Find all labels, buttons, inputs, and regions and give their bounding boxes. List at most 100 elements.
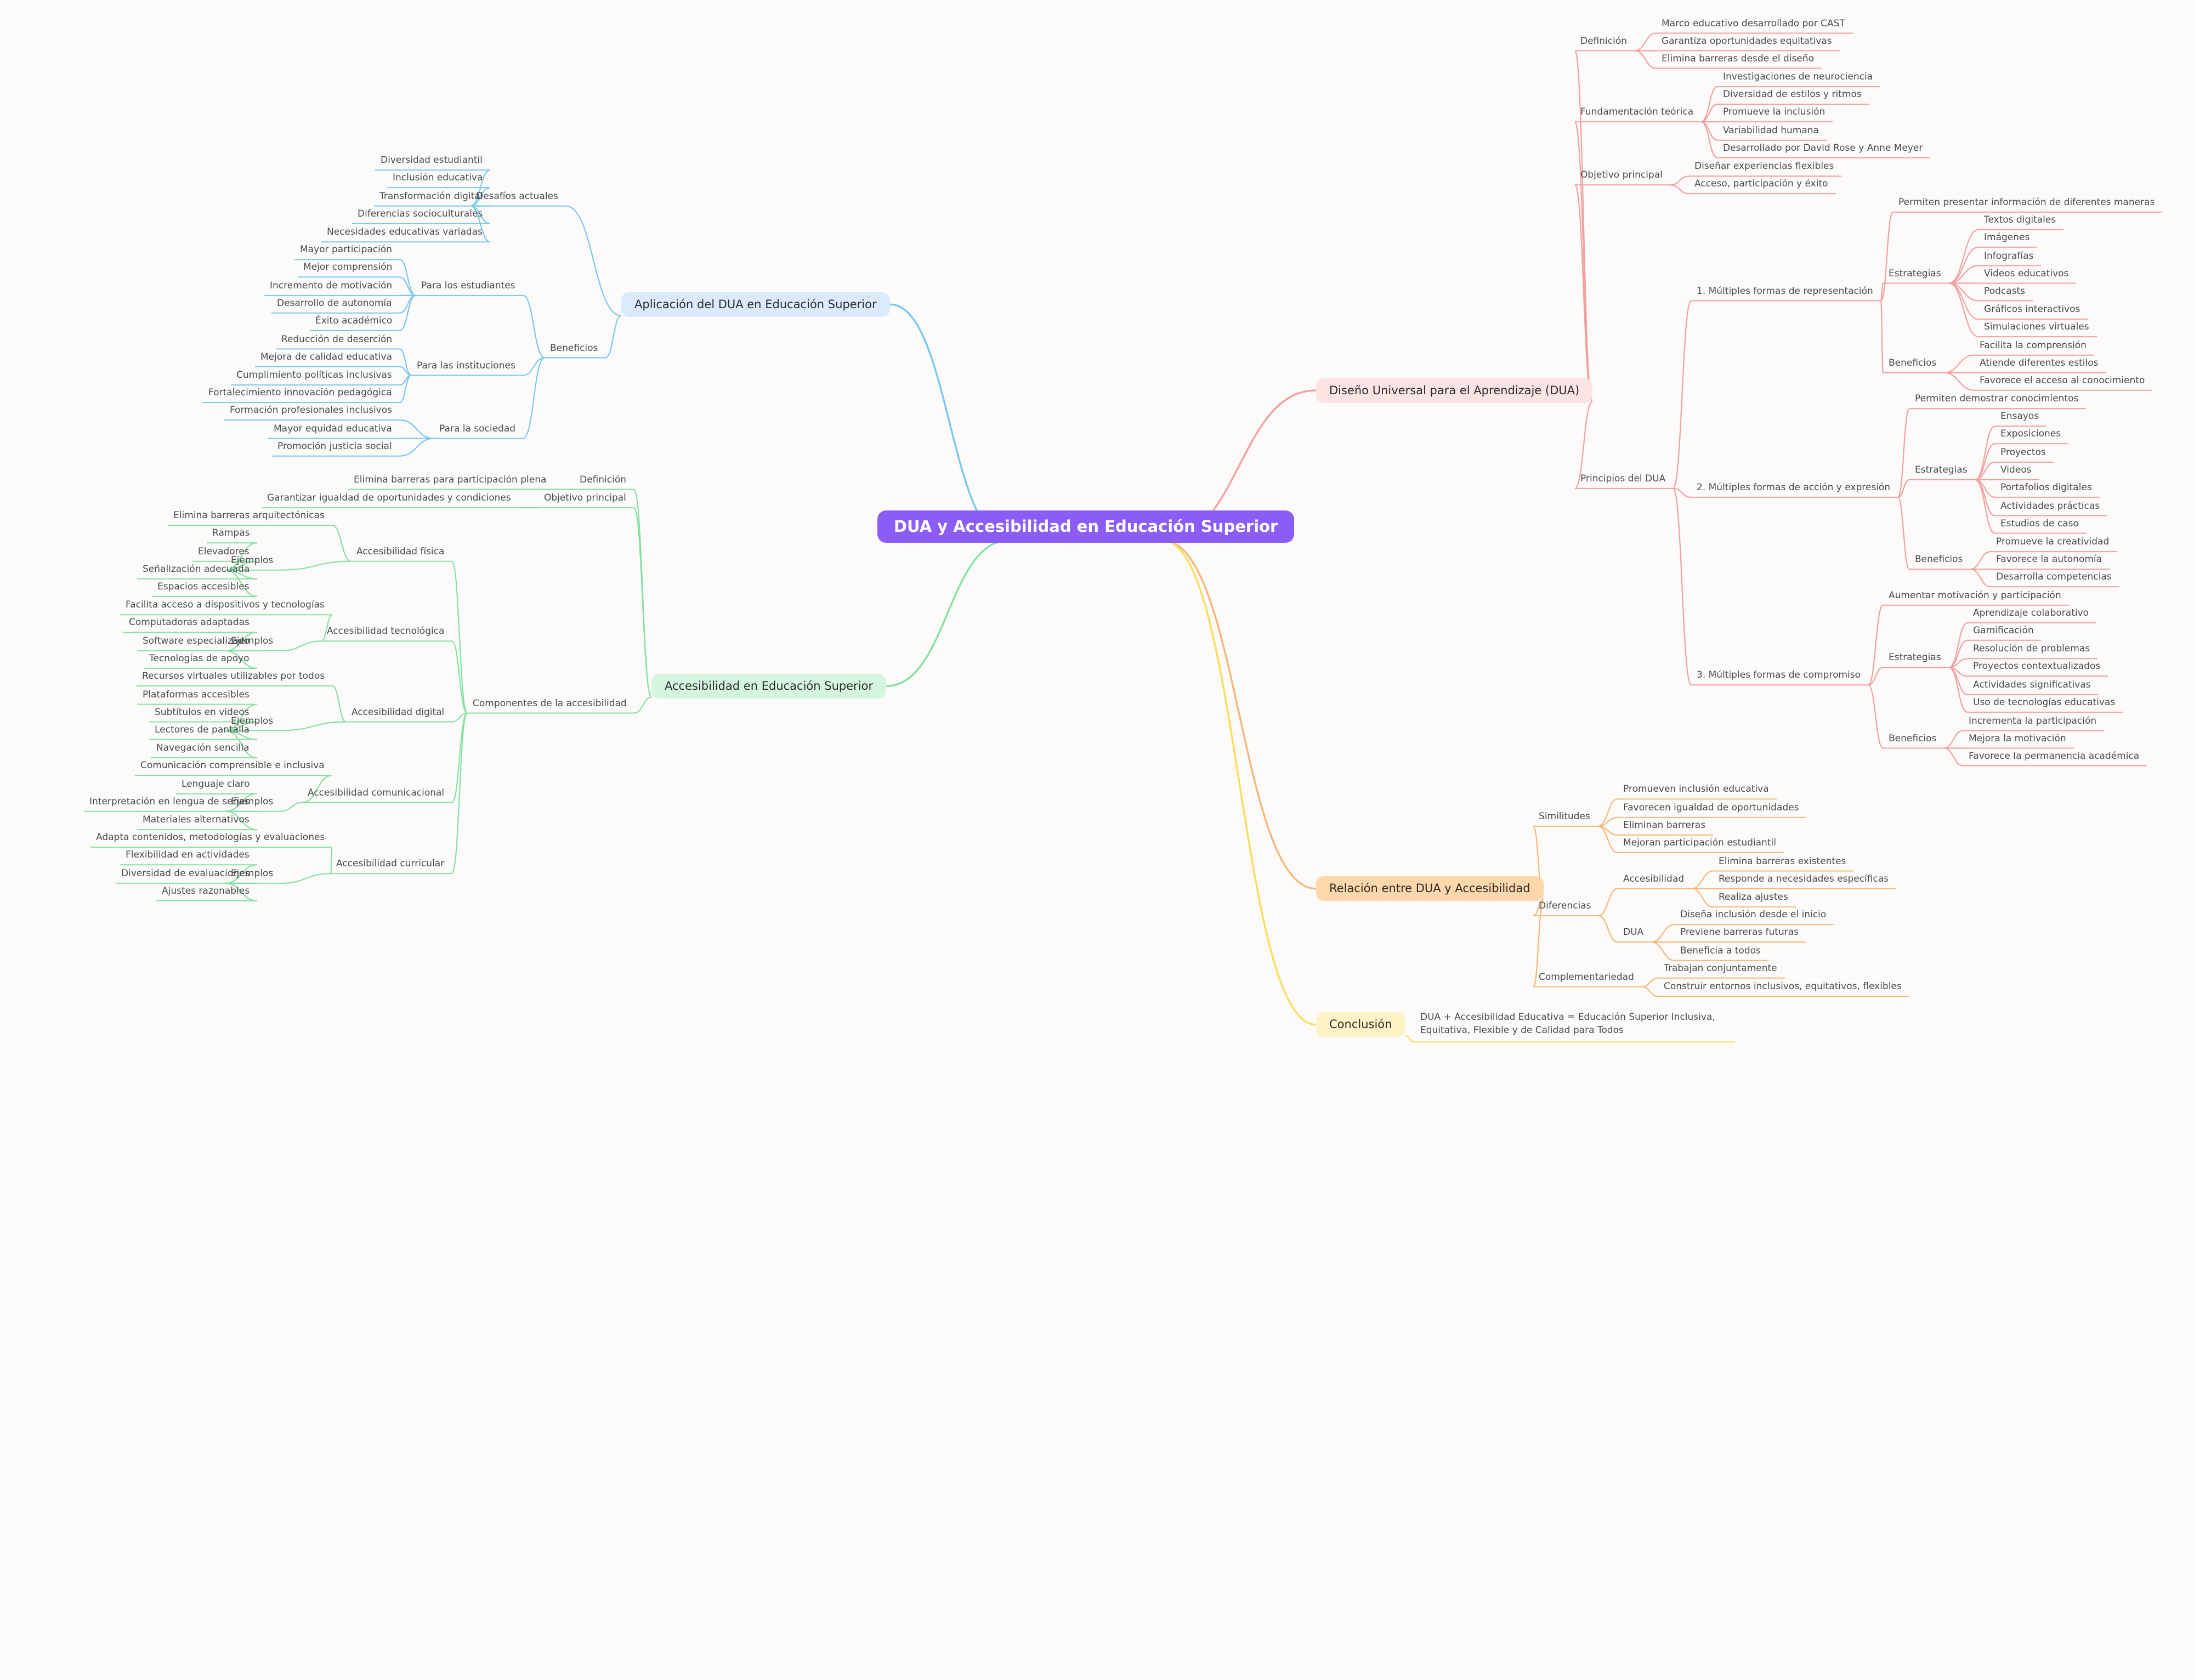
node-marco-educativo-desarrollado-por-cast[interactable]: Marco educativo desarrollado por CAST xyxy=(1662,18,1845,29)
node-aumentar-motivacion-y-participacion[interactable]: Aumentar motivación y participación xyxy=(1889,589,2061,601)
node-estrategias[interactable]: Estrategias xyxy=(1889,268,1941,279)
node-favorece-la-permanencia-academica[interactable]: Favorece la permanencia académica xyxy=(1969,750,2140,762)
node-desafios-actuales[interactable]: Desafíos actuales xyxy=(476,190,558,202)
node-mejora-la-motivacion[interactable]: Mejora la motivación xyxy=(1969,733,2066,744)
node-plataformas-accesibles[interactable]: Plataformas accesibles xyxy=(143,689,250,700)
root-node[interactable]: DUA y Accesibilidad en Educación Superio… xyxy=(877,510,1295,543)
branch-dua[interactable]: Diseño Universal para el Aprendizaje (DU… xyxy=(1316,378,1593,403)
node-facilita-acceso-a-dispositivos-y-tecnolo[interactable]: Facilita acceso a dispositivos y tecnolo… xyxy=(126,599,325,611)
node-imagenes[interactable]: Imágenes xyxy=(1984,231,2030,243)
node-garantiza-oportunidades-equitativas[interactable]: Garantiza oportunidades equitativas xyxy=(1662,35,1832,47)
node-proyectos-contextualizados[interactable]: Proyectos contextualizados xyxy=(1973,661,2101,672)
node-graficos-interactivos[interactable]: Gráficos interactivos xyxy=(1984,304,2080,315)
node-construir-entornos-inclusivos-equitativo[interactable]: Construir entornos inclusivos, equitativ… xyxy=(1664,981,1902,992)
node-objetivo-principal[interactable]: Objetivo principal xyxy=(1580,169,1663,181)
node-componentes-de-la-accesibilidad[interactable]: Componentes de la accesibilidad xyxy=(473,697,627,709)
node-permiten-presentar-informacion-de-difere[interactable]: Permiten presentar información de difere… xyxy=(1898,196,2155,208)
node-beneficios[interactable]: Beneficios xyxy=(1889,733,1937,744)
node-beneficios[interactable]: Beneficios xyxy=(1915,554,1963,565)
node-reduccion-de-desercion[interactable]: Reducción de deserción xyxy=(281,333,393,345)
node-comunicacion-comprensible-e-inclusiva[interactable]: Comunicación comprensible e inclusiva xyxy=(140,760,325,771)
branch-conclusion[interactable]: Conclusión xyxy=(1316,1012,1405,1037)
node-software-especializado[interactable]: Software especializado xyxy=(143,635,250,646)
node-infografias[interactable]: Infografías xyxy=(1984,250,2034,262)
node-exposiciones[interactable]: Exposiciones xyxy=(2000,428,2061,440)
node-incrementa-la-participacion[interactable]: Incrementa la participación xyxy=(1969,715,2097,727)
node-uso-de-tecnologias-educativas[interactable]: Uso de tecnologías educativas xyxy=(1973,696,2116,708)
node-desarrolla-competencias[interactable]: Desarrolla competencias xyxy=(1996,571,2112,583)
node-estrategias[interactable]: Estrategias xyxy=(1889,652,1941,663)
node-podcasts[interactable]: Podcasts xyxy=(1984,285,2025,297)
node-lectores-de-pantalla[interactable]: Lectores de pantalla xyxy=(155,724,250,735)
node-diversidad-de-evaluaciones[interactable]: Diversidad de evaluaciones xyxy=(121,867,250,879)
node-elimina-barreras-arquitectonicas[interactable]: Elimina barreras arquitectónicas xyxy=(173,510,325,521)
node-accesibilidad-digital[interactable]: Accesibilidad digital xyxy=(352,706,445,718)
node-responde-a-necesidades-especificas[interactable]: Responde a necesidades específicas xyxy=(1719,873,1889,884)
node-estudios-de-caso[interactable]: Estudios de caso xyxy=(2000,518,2079,529)
node-favorece-el-acceso-al-conocimiento[interactable]: Favorece el acceso al conocimiento xyxy=(1980,374,2145,386)
node-ajustes-razonables[interactable]: Ajustes razonables xyxy=(162,885,250,896)
node-diversidad-de-estilos-y-ritmos[interactable]: Diversidad de estilos y ritmos xyxy=(1723,89,1862,100)
node-diversidad-estudiantil[interactable]: Diversidad estudiantil xyxy=(381,155,483,166)
node-mejoran-participacion-estudiantil[interactable]: Mejoran participación estudiantil xyxy=(1623,837,1776,848)
node-mejora-de-calidad-educativa[interactable]: Mejora de calidad educativa xyxy=(260,351,392,362)
node-trabajan-conjuntamente[interactable]: Trabajan conjuntamente xyxy=(1664,962,1777,974)
node-flexibilidad-en-actividades[interactable]: Flexibilidad en actividades xyxy=(126,849,250,861)
node-disenar-experiencias-flexibles[interactable]: Diseñar experiencias flexibles xyxy=(1694,161,1834,172)
node-desarrollo-de-autonomia[interactable]: Desarrollo de autonomía xyxy=(277,297,392,309)
node-para-los-estudiantes[interactable]: Para los estudiantes xyxy=(421,280,515,291)
node-cumplimiento-politicas-inclusivas[interactable]: Cumplimiento políticas inclusivas xyxy=(236,370,392,381)
branch-accesibilidad[interactable]: Accesibilidad en Educación Superior xyxy=(651,673,887,699)
node-senalizacion-adecuada[interactable]: Señalización adecuada xyxy=(143,563,250,575)
node-aprendizaje-colaborativo[interactable]: Aprendizaje colaborativo xyxy=(1973,607,2089,618)
node-navegacion-sencilla[interactable]: Navegación sencilla xyxy=(156,742,250,754)
node-interpretacion-en-lengua-de-senas[interactable]: Interpretación en lengua de señas xyxy=(89,796,250,807)
node-accesibilidad-tecnologica[interactable]: Accesibilidad tecnológica xyxy=(327,626,445,637)
node-complementariedad[interactable]: Complementariedad xyxy=(1539,971,1634,983)
node-favorece-la-autonomia[interactable]: Favorece la autonomía xyxy=(1996,554,2102,565)
node-promocion-justicia-social[interactable]: Promoción justicia social xyxy=(277,440,392,452)
node-elimina-barreras-existentes[interactable]: Elimina barreras existentes xyxy=(1719,855,1846,867)
node-para-la-sociedad[interactable]: Para la sociedad xyxy=(439,423,516,434)
node-lenguaje-claro[interactable]: Lenguaje claro xyxy=(182,778,250,790)
node-dua[interactable]: DUA xyxy=(1623,927,1644,938)
node-permiten-demostrar-conocimientos[interactable]: Permiten demostrar conocimientos xyxy=(1915,393,2079,405)
node-mayor-equidad-educativa[interactable]: Mayor equidad educativa xyxy=(274,423,392,434)
node-gamificacion[interactable]: Gamificación xyxy=(1973,625,2034,636)
node-actividades-practicas[interactable]: Actividades prácticas xyxy=(2000,500,2100,512)
node-fortalecimiento-innovacion-pedagogica[interactable]: Fortalecimiento innovación pedagógica xyxy=(208,387,392,399)
node-exito-academico[interactable]: Éxito académico xyxy=(315,315,393,326)
node-realiza-ajustes[interactable]: Realiza ajustes xyxy=(1719,892,1788,903)
node-accesibilidad-curricular[interactable]: Accesibilidad curricular xyxy=(336,858,445,870)
node-necesidades-educativas-variadas[interactable]: Necesidades educativas variadas xyxy=(327,226,483,238)
node-textos-digitales[interactable]: Textos digitales xyxy=(1984,214,2056,225)
node-adapta-contenidos-metodologias-y-evaluac[interactable]: Adapta contenidos, metodologías y evalua… xyxy=(96,832,325,843)
node-1-multiples-formas-de-representacion[interactable]: 1. Múltiples formas de representación xyxy=(1697,285,1873,297)
branch-aplicacion-dua[interactable]: Aplicación del DUA en Educación Superior xyxy=(621,292,890,317)
node-atiende-diferentes-estilos[interactable]: Atiende diferentes estilos xyxy=(1980,357,2099,368)
node-definicion[interactable]: Definición xyxy=(1580,35,1627,47)
node-inclusion-educativa[interactable]: Inclusión educativa xyxy=(393,172,483,184)
node-2-multiples-formas-de-accion-y-expresion[interactable]: 2. Múltiples formas de acción y expresió… xyxy=(1697,481,1891,493)
node-desarrollado-por-david-rose-y-anne-meyer[interactable]: Desarrollado por David Rose y Anne Meyer xyxy=(1723,142,1923,154)
node-formacion-profesionales-inclusivos[interactable]: Formación profesionales inclusivos xyxy=(230,405,392,416)
node-disena-inclusion-desde-el-inicio[interactable]: Diseña inclusión desde el inicio xyxy=(1680,909,1827,921)
node-diferencias[interactable]: Diferencias xyxy=(1539,900,1591,912)
node-espacios-accesibles[interactable]: Espacios accesibles xyxy=(157,581,250,592)
branch-relacion-dua-accesibilidad[interactable]: Relación entre DUA y Accesibilidad xyxy=(1316,876,1544,901)
node-rampas[interactable]: Rampas xyxy=(212,527,250,539)
node-promueve-la-creatividad[interactable]: Promueve la creatividad xyxy=(1996,536,2110,548)
node-ejemplos[interactable]: Ejemplos xyxy=(231,635,274,646)
node-ejemplos[interactable]: Ejemplos xyxy=(231,554,274,566)
node-beneficia-a-todos[interactable]: Beneficia a todos xyxy=(1680,945,1761,956)
node-incremento-de-motivacion[interactable]: Incremento de motivación xyxy=(270,280,393,291)
node-videos-educativos[interactable]: Videos educativos xyxy=(1984,268,2069,279)
node-elevadores[interactable]: Elevadores xyxy=(198,546,250,557)
node-materiales-alternativos[interactable]: Materiales alternativos xyxy=(143,814,250,826)
node-mayor-participacion[interactable]: Mayor participación xyxy=(300,244,393,256)
node-ejemplos[interactable]: Ejemplos xyxy=(231,796,274,807)
node-actividades-significativas[interactable]: Actividades significativas xyxy=(1973,679,2091,690)
node-promueve-la-inclusion[interactable]: Promueve la inclusión xyxy=(1723,106,1826,118)
node-ensayos[interactable]: Ensayos xyxy=(2000,411,2039,422)
node-ejemplos[interactable]: Ejemplos xyxy=(231,867,274,879)
